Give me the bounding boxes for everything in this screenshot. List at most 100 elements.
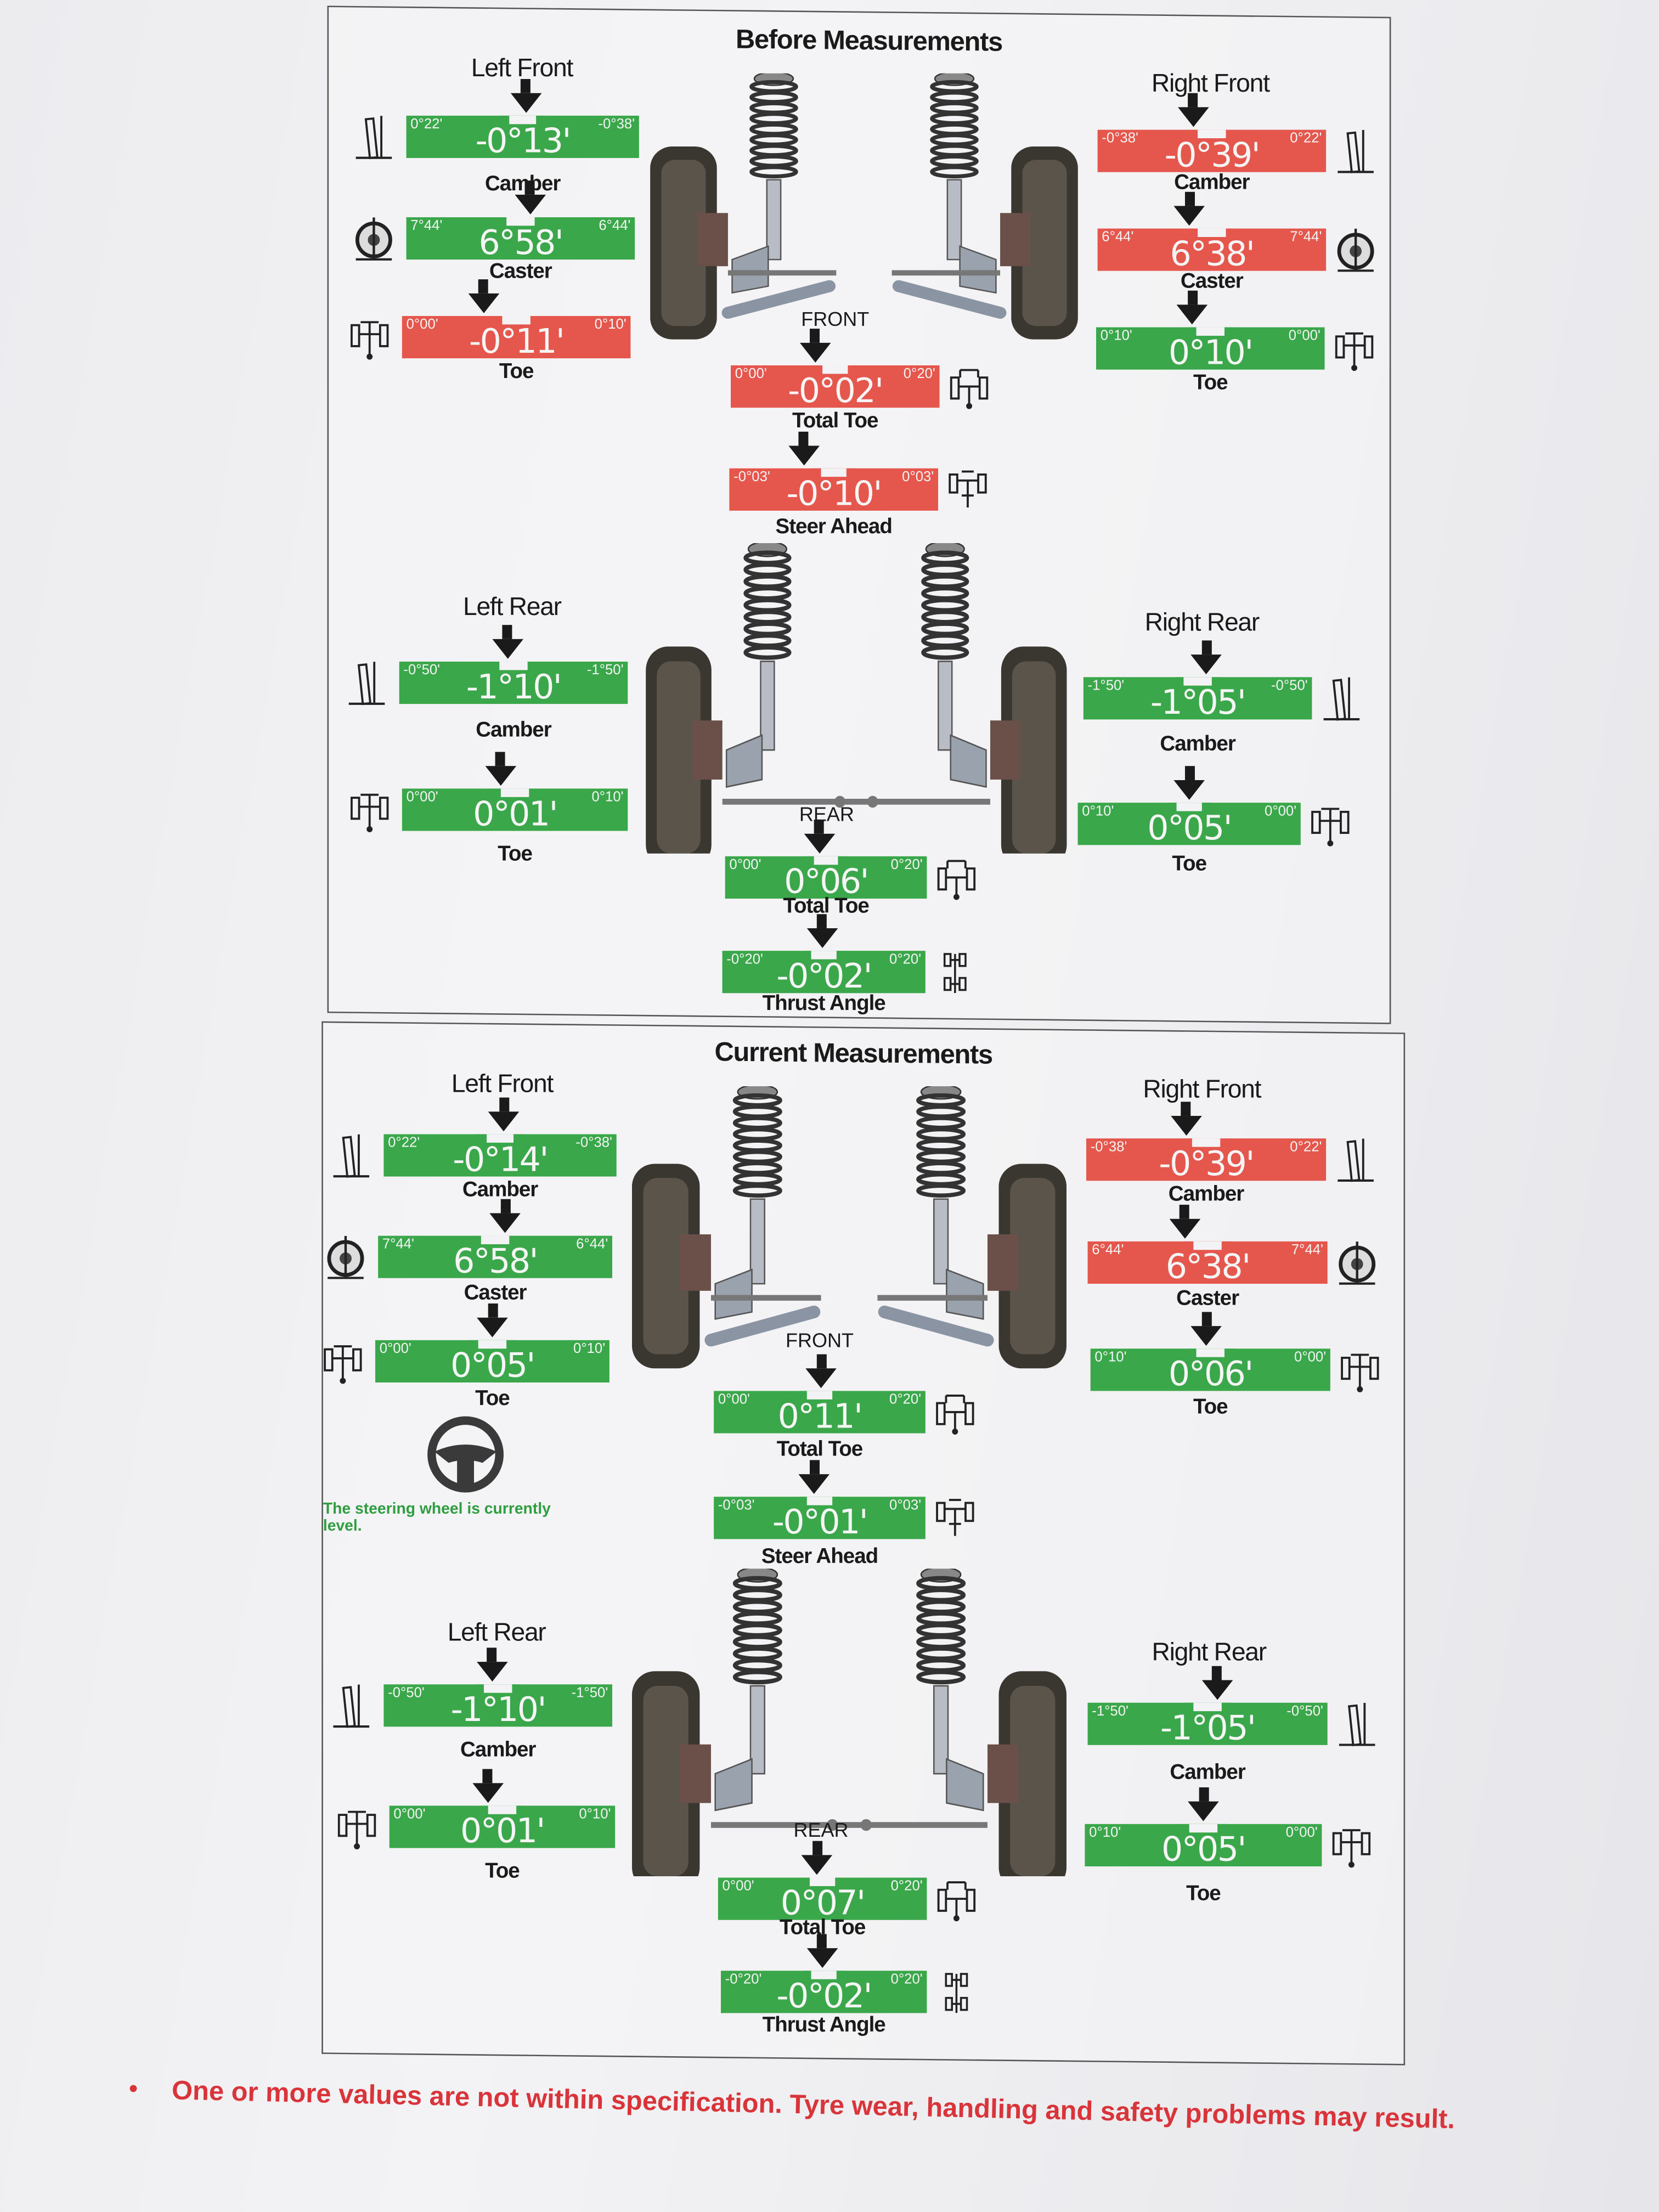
- tolerance-notch: [493, 315, 539, 328]
- tolerance-zone: [811, 951, 836, 960]
- gauge-label: Camber: [1174, 171, 1250, 195]
- tolerance-notch: [499, 115, 546, 127]
- right-limit: 0°10': [591, 789, 624, 806]
- camber-icon: [1323, 677, 1360, 721]
- measured-value: 0°01': [460, 1811, 545, 1851]
- gauge-lf-caster: 7°44'6°44'6°58': [406, 180, 635, 261]
- measured-value: 0°10': [1168, 332, 1254, 373]
- total-toe-icon: [937, 860, 976, 900]
- current-rear-suspension-illustration: [631, 1568, 1066, 1876]
- gauge-lf-camber: 0°22'-0°38'-0°14': [383, 1097, 617, 1180]
- total-toe-icon: [937, 1881, 976, 1922]
- tolerance-notch: [475, 1684, 521, 1696]
- right-limit: 0°10': [573, 1341, 606, 1357]
- right-limit: 0°20': [889, 1392, 922, 1408]
- left-limit: -0°20': [726, 952, 763, 968]
- tolerance-zone: [810, 1877, 835, 1886]
- gauge-label: Caster: [1180, 269, 1244, 294]
- tolerance-zone: [1184, 677, 1212, 686]
- left-limit: -0°38': [1102, 131, 1138, 147]
- tolerance-zone: [499, 661, 527, 670]
- tolerance-notch: [490, 661, 537, 673]
- measured-value: -0°14': [453, 1139, 549, 1180]
- tolerance-notch: [1175, 677, 1221, 689]
- right-limit: 6°44': [576, 1237, 608, 1253]
- tolerance-zone: [806, 1497, 833, 1505]
- gauge-rr-camber: -1°50'-0°50'-1°05': [1087, 1666, 1328, 1746]
- gauge-label: Camber: [1160, 732, 1236, 757]
- camber-icon: [333, 1134, 370, 1178]
- heading-left-front: Left Front: [471, 53, 574, 82]
- total-toe-icon: [936, 1395, 974, 1435]
- measured-value: -0°39': [1164, 135, 1261, 175]
- right-limit: 0°10': [579, 1807, 611, 1823]
- left-limit: -0°03': [733, 470, 770, 486]
- caster-icon: [1337, 228, 1374, 272]
- tolerance-notch: [498, 217, 544, 229]
- tolerance-notch: [1182, 1138, 1231, 1150]
- tolerance-notch: [1167, 803, 1212, 814]
- gauge-lr-toe: 0°00'0°10'0°01': [402, 752, 628, 834]
- gauge-r-total-toe: 0°00'0°20'0°06': [725, 819, 927, 900]
- heading-right-rear: Right Rear: [1144, 608, 1260, 636]
- left-limit: 0°00': [393, 1807, 426, 1823]
- tolerance-zone: [1192, 1138, 1221, 1147]
- camber-icon: [356, 116, 392, 160]
- left-limit: 0°00': [379, 1341, 411, 1357]
- measured-value: -1°10': [450, 1690, 546, 1730]
- gauge-f-total-toe: 0°00'0°20'0°11': [714, 1354, 926, 1435]
- right-limit: 0°03': [889, 1498, 922, 1514]
- tolerance-zone: [806, 1391, 833, 1400]
- gauge-f-total-toe: 0°00'0°20'-0°02': [730, 329, 940, 409]
- gauge-steer-ahead: -0°03'0°03'-0°10': [729, 431, 938, 512]
- gauge-label: Toe: [499, 359, 534, 384]
- caster-icon: [327, 1235, 364, 1279]
- tolerance-zone: [478, 1340, 507, 1349]
- heading-left-rear: Left Rear: [447, 1618, 546, 1646]
- panel-title: Current Measurements: [714, 1038, 992, 1071]
- left-limit: 7°44': [382, 1237, 414, 1253]
- tolerance-zone: [1198, 228, 1226, 237]
- tolerance-notch: [1186, 1348, 1234, 1360]
- left-limit: -0°50': [388, 1685, 425, 1702]
- measured-value: -0°39': [1159, 1144, 1255, 1184]
- tolerance-notch: [1189, 228, 1235, 240]
- right-limit: 0°00': [1288, 329, 1321, 345]
- tolerance-notch: [814, 365, 856, 377]
- right-limit: 0°22': [1290, 1139, 1322, 1155]
- measured-value: 0°07': [780, 1883, 866, 1923]
- tolerance-zone: [486, 1134, 515, 1143]
- steer-ahead-icon: [949, 470, 987, 508]
- gauge-lr-toe: 0°00' 0°10' 0°01': [389, 1769, 616, 1851]
- camber-icon: [1339, 1703, 1375, 1746]
- thrust-angle-icon: [943, 953, 967, 993]
- toe-icon: [351, 793, 389, 832]
- measured-value: 6°38': [1165, 1247, 1251, 1287]
- gauge-label: Toe: [485, 1859, 520, 1883]
- right-limit: 0°22': [1290, 131, 1322, 147]
- gauge-r-total-toe: 0°00'0°20'0°07': [718, 1841, 927, 1923]
- tolerance-notch: [803, 951, 844, 962]
- measured-value: -0°02': [776, 956, 872, 996]
- caster-icon: [355, 217, 392, 261]
- left-limit: 0°00': [722, 1879, 754, 1895]
- left-limit: -1°50': [1092, 1704, 1128, 1720]
- gauge-label: Camber: [462, 1178, 539, 1202]
- left-limit: 0°22': [388, 1135, 420, 1152]
- gauge-lf-toe: 0°00'0°10'-0°11': [402, 279, 631, 360]
- caster-icon: [1339, 1242, 1376, 1285]
- tolerance-notch: [477, 1134, 523, 1146]
- gauge-lf-caster: 7°44'6°44'6°58': [378, 1199, 612, 1279]
- gauge-label: Camber: [484, 172, 561, 196]
- right-limit: 0°20': [903, 366, 935, 382]
- gauge-label: Steer Ahead: [775, 515, 893, 539]
- measured-value: 0°01': [473, 794, 558, 834]
- tolerance-zone: [506, 217, 534, 226]
- before-front-suspension-illustration: [650, 73, 1078, 340]
- gauge-label: Toe: [498, 842, 533, 866]
- gauge-label: Toe: [1186, 1882, 1221, 1906]
- tolerance-zone: [1198, 129, 1226, 138]
- toe-icon: [1311, 808, 1350, 847]
- measured-value: -1°10': [466, 667, 562, 707]
